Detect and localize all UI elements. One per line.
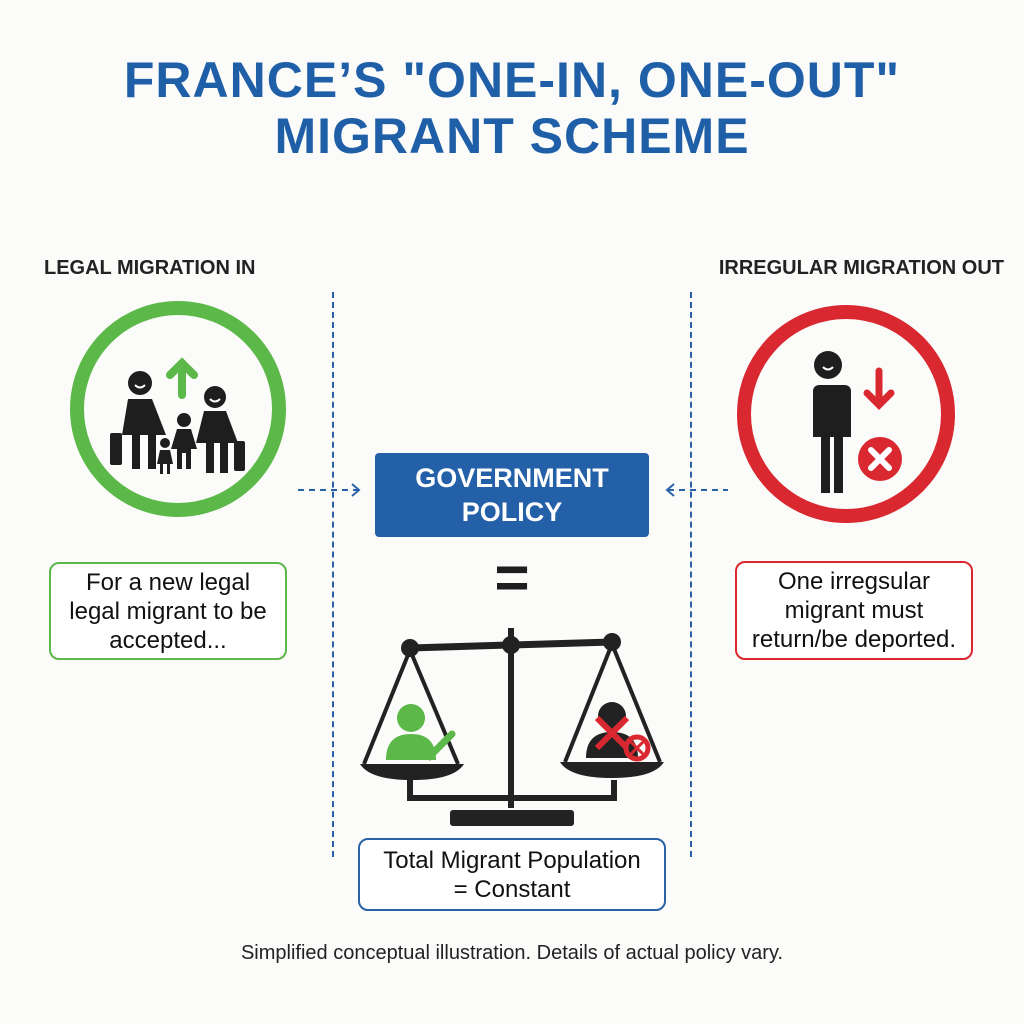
result-box: Total Migrant Population = Constant <box>358 838 666 911</box>
irregular-migration-circle <box>737 305 955 523</box>
equals-sign: = <box>494 544 530 611</box>
arrow-right-icon <box>298 483 361 497</box>
irregular-migration-heading: IRREGULAR MIGRATION OUT <box>718 257 1004 279</box>
divider-right <box>690 292 692 857</box>
title-line-1: FRANCE’S "ONE-IN, ONE-OUT" <box>123 52 901 108</box>
policy-line-2: POLICY <box>461 497 563 527</box>
title-line-2: MIGRANT SCHEME <box>274 108 750 164</box>
deported-person-icon <box>811 351 902 493</box>
legal-migration-circle <box>70 301 286 517</box>
policy-line-1: GOVERNMENT <box>415 463 609 493</box>
footer-note: Simplified conceptual illustration. Deta… <box>240 942 784 964</box>
arrow-left-icon <box>665 483 728 497</box>
irregular-description-box: One irregsular migrant must return/be de… <box>735 561 973 660</box>
result-line-2: = Constant <box>453 875 571 903</box>
legal-migration-heading: LEGAL MIGRATION IN <box>44 257 256 279</box>
legal-description-box: For a new legal legal migrant to be acce… <box>49 562 287 660</box>
family-with-luggage-icon <box>110 357 245 474</box>
government-policy-box: GOVERNMENT POLICY <box>375 453 649 537</box>
divider-left <box>332 292 334 857</box>
balance-scale-icon <box>360 628 664 826</box>
result-line-1: Total Migrant Population <box>383 846 641 874</box>
